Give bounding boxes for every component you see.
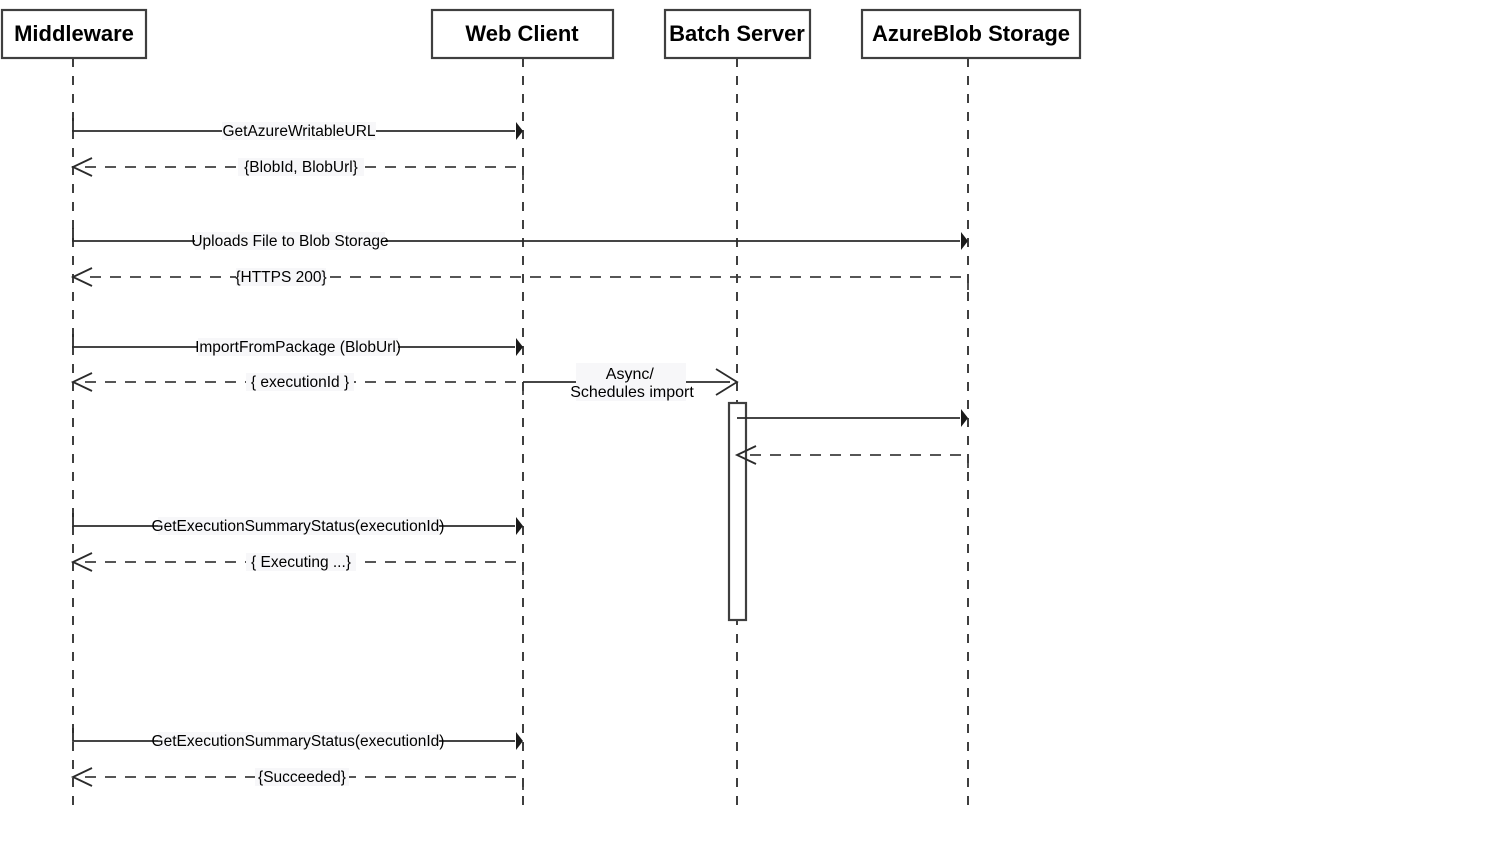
- message-executing-response[interactable]: { Executing ...}: [70, 552, 524, 575]
- message-label-bg: [238, 158, 364, 176]
- lifelines-group: [72, 58, 969, 812]
- message-label-executing: { Executing ...}: [251, 554, 351, 571]
- participant-label-batch-server: Batch Server: [669, 21, 805, 46]
- participant-label-middleware: Middleware: [14, 21, 134, 46]
- message-label-async-schedules-import: Async/ Schedules import: [570, 366, 694, 401]
- message-blob-to-batch-response[interactable]: [734, 445, 969, 468]
- message-label-get-azure-writable-url: GetAzureWritableURL: [222, 123, 375, 140]
- message-label-execution-id: { executionId }: [251, 374, 349, 391]
- message-label-bg: [255, 768, 349, 786]
- message-label-bg: [158, 732, 439, 750]
- message-async-schedules-import[interactable]: Async/ Schedules import: [523, 363, 739, 401]
- message-get-execution-summary-status-1[interactable]: GetExecutionSummaryStatus(executionId): [72, 513, 523, 535]
- message-execution-id-response[interactable]: { executionId }: [70, 372, 524, 395]
- message-label-get-execution-summary-status-2: GetExecutionSummaryStatus(executionId): [152, 733, 445, 750]
- message-blobid-bloburl-response[interactable]: {BlobId, BlobUrl}: [70, 157, 524, 180]
- message-label-https-200: {HTTPS 200}: [235, 269, 326, 286]
- message-label-bg: [222, 122, 376, 140]
- message-label-get-execution-summary-status-1: GetExecutionSummaryStatus(executionId): [152, 518, 445, 535]
- async-line-2: Schedules import: [570, 384, 694, 401]
- message-label-bg: [158, 517, 439, 535]
- participant-web-client[interactable]: Web Client: [430, 8, 615, 60]
- message-label-uploads-file-to-blob-storage: Uploads File to Blob Storage: [191, 233, 388, 250]
- participant-batch-server[interactable]: Batch Server: [663, 8, 812, 60]
- message-label-import-from-package: ImportFromPackage (BlobUrl): [195, 339, 401, 356]
- activation-bar-batch-server: [727, 401, 748, 622]
- message-get-execution-summary-status-2[interactable]: GetExecutionSummaryStatus(executionId): [72, 728, 523, 750]
- message-label-bg: [198, 338, 398, 356]
- message-label-bg: [246, 373, 354, 391]
- participant-label-web-client: Web Client: [465, 21, 579, 46]
- participant-azureblob-storage[interactable]: AzureBlob Storage: [860, 8, 1082, 60]
- message-label-bg: [246, 553, 356, 571]
- participant-label-azureblob-storage: AzureBlob Storage: [872, 21, 1070, 46]
- message-uploads-file-to-blob-storage[interactable]: Uploads File to Blob Storage: [72, 228, 968, 250]
- message-https-200-response[interactable]: {HTTPS 200}: [70, 267, 969, 290]
- message-batch-to-blob-request[interactable]: [737, 409, 968, 427]
- message-label-bg: [236, 268, 326, 286]
- message-label-bg: [195, 232, 385, 250]
- message-get-azure-writable-url[interactable]: GetAzureWritableURL: [72, 118, 523, 140]
- message-label-blobid-bloburl: {BlobId, BlobUrl}: [244, 159, 358, 176]
- message-succeeded-response[interactable]: {Succeeded}: [70, 767, 524, 790]
- message-import-from-package[interactable]: ImportFromPackage (BlobUrl): [72, 334, 523, 356]
- participant-middleware[interactable]: Middleware: [0, 8, 148, 60]
- async-line-1: Async/: [606, 366, 655, 383]
- message-label-succeeded: {Succeeded}: [258, 769, 346, 786]
- message-label-bg: [576, 363, 686, 401]
